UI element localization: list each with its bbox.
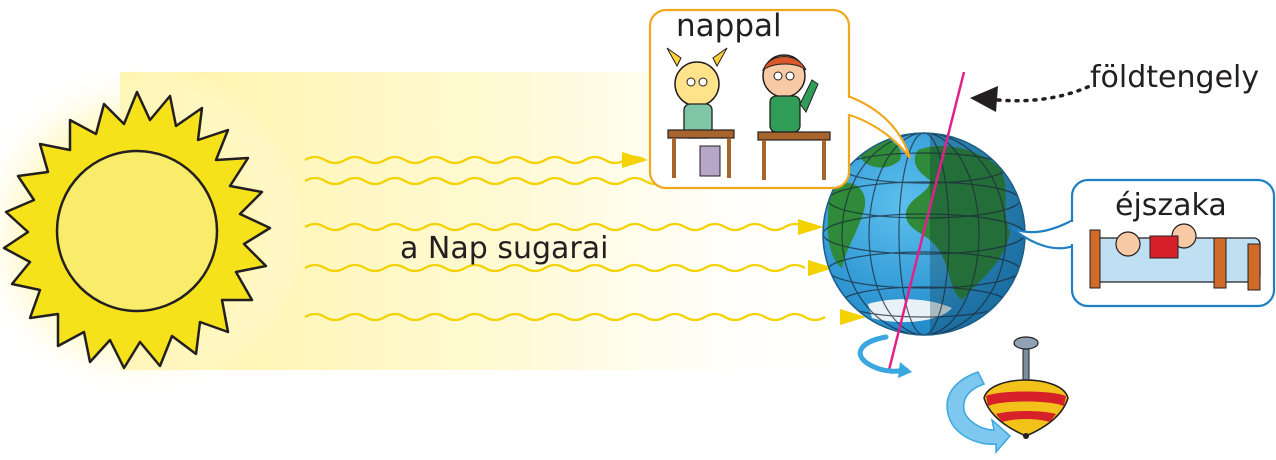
ray-3 <box>304 222 806 232</box>
ray-4 <box>304 263 806 273</box>
land-europe-africa <box>905 146 1010 300</box>
earth-axis-label: földtengely <box>1090 60 1260 95</box>
day-speech-bubble <box>648 8 912 190</box>
axis-pointer-arrow <box>970 84 1092 112</box>
sun-icon <box>2 90 272 370</box>
ray-3-arrowhead <box>798 219 824 235</box>
day-label: nappal <box>676 8 782 44</box>
ray-5 <box>304 312 826 322</box>
land-south-america <box>827 182 866 268</box>
spinning-top-icon <box>983 336 1069 439</box>
children-at-desks-icon <box>666 47 831 180</box>
top-rotation-arrow-icon <box>946 371 1012 454</box>
night-label: éjszaka <box>1115 188 1227 223</box>
ray-5-arrowhead <box>840 309 866 325</box>
sun-disc <box>55 149 219 313</box>
rotation-arrow-icon <box>857 334 912 378</box>
earth-axis-line <box>887 71 966 371</box>
ray-4-arrowhead <box>808 260 834 276</box>
ray-1 <box>304 155 646 165</box>
sun-rays-label: a Nap sugarai <box>400 231 609 266</box>
land-antarctica <box>868 299 952 323</box>
night-shadow <box>930 133 1025 335</box>
children-sleeping-icon <box>1089 223 1261 291</box>
ray-1-arrowhead <box>622 152 648 168</box>
